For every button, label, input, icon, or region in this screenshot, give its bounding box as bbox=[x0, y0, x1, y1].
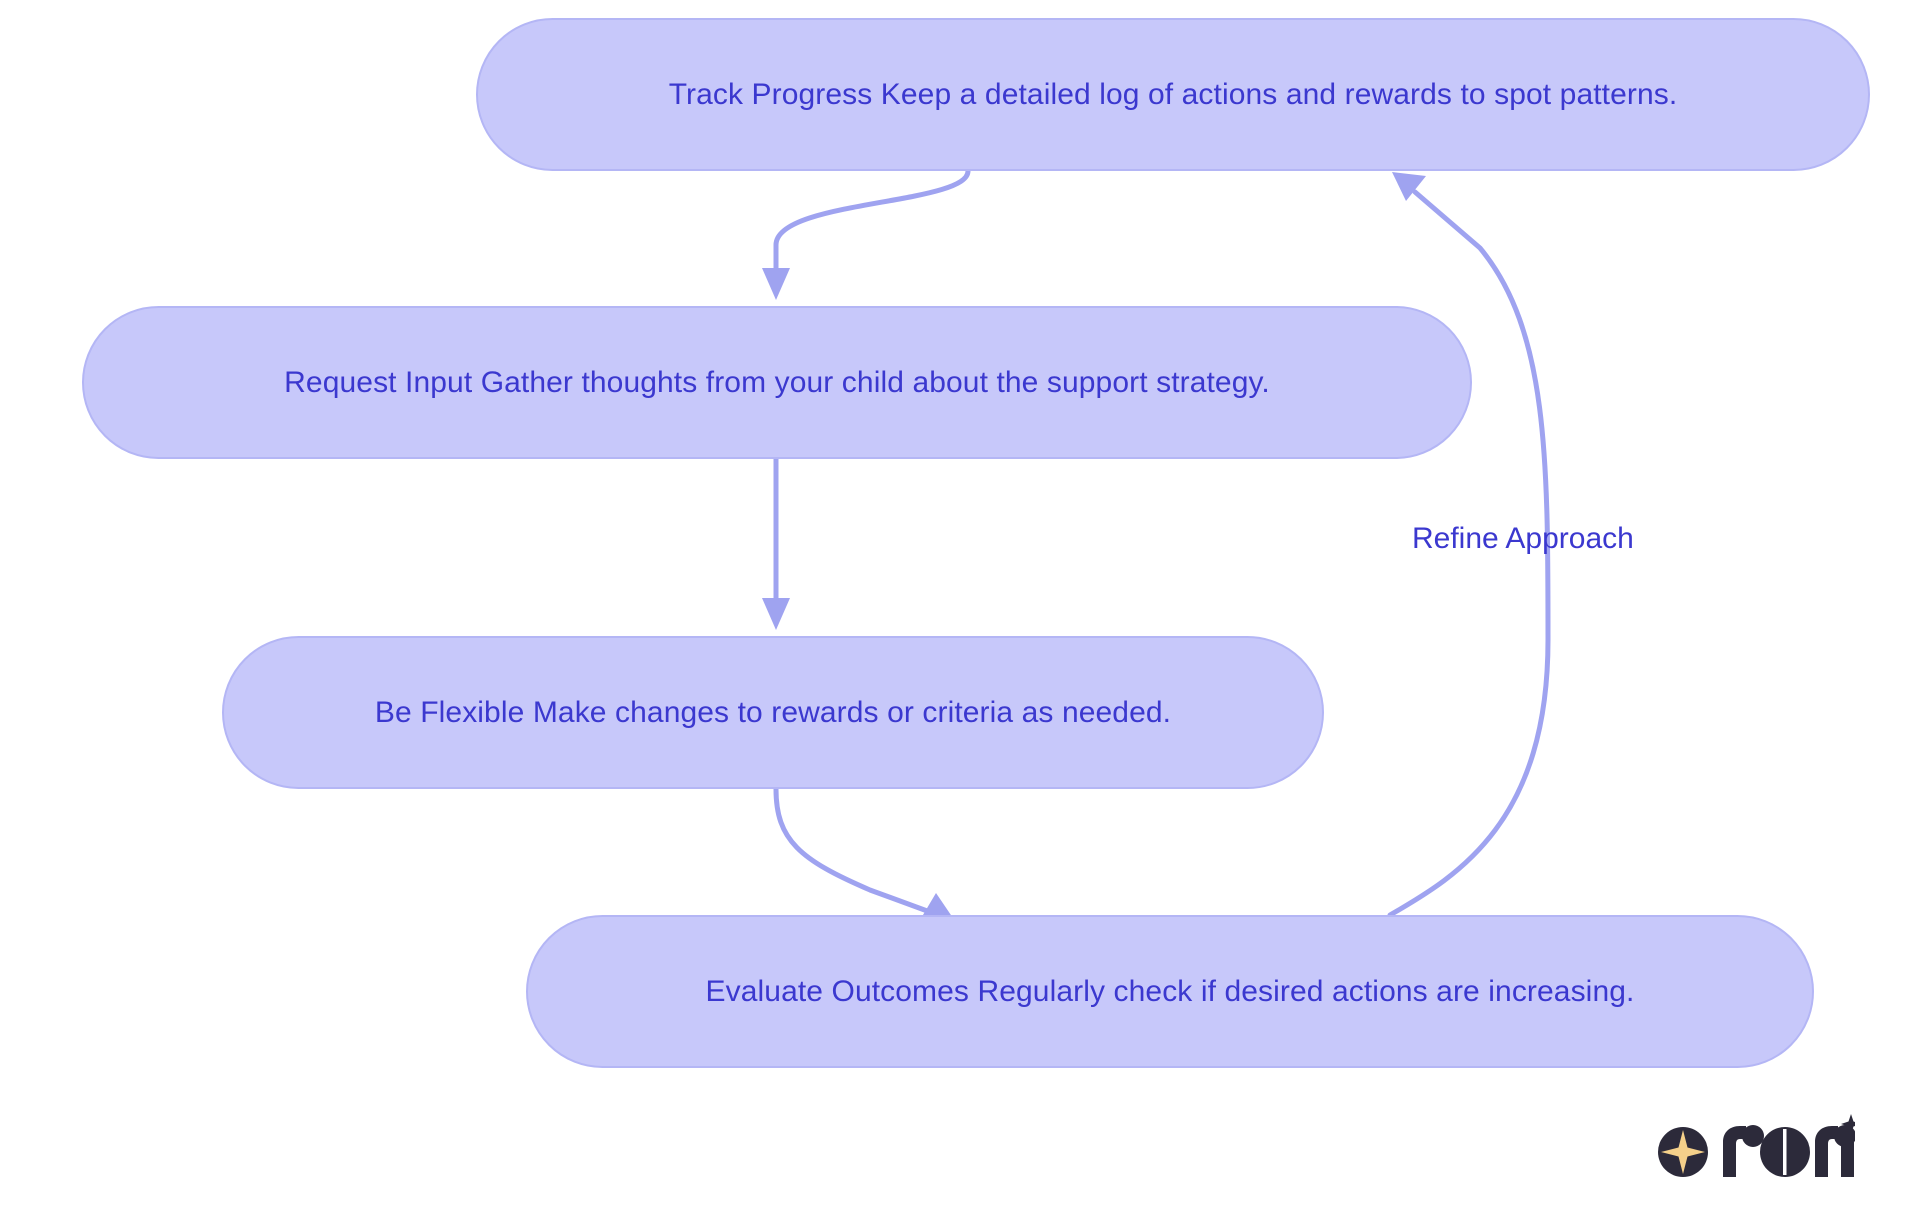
flow-node-track-progress-label: Track Progress Keep a detailed log of ac… bbox=[668, 77, 1678, 111]
edge-label-refine-approach: Refine Approach bbox=[1412, 522, 1634, 555]
flow-node-be-flexible-label: Be Flexible Make changes to rewards or c… bbox=[374, 695, 1172, 729]
rori-logo bbox=[1658, 1114, 1855, 1177]
rori-logo-wordmark bbox=[1723, 1114, 1855, 1177]
flow-node-request-input[interactable]: Request Input Gather thoughts from your … bbox=[82, 306, 1472, 459]
flow-node-evaluate-outcomes[interactable]: Evaluate Outcomes Regularly check if des… bbox=[526, 915, 1814, 1068]
flow-node-track-progress[interactable]: Track Progress Keep a detailed log of ac… bbox=[476, 18, 1870, 171]
rori-logo-mark bbox=[1658, 1127, 1708, 1177]
edge-evaluate-outcomes-to-track-progress bbox=[1387, 172, 1551, 918]
edge-track-progress-to-request-input bbox=[762, 168, 971, 300]
flow-node-be-flexible[interactable]: Be Flexible Make changes to rewards or c… bbox=[222, 636, 1324, 789]
edge-be-flexible-to-evaluate-outcomes bbox=[773, 786, 955, 921]
flow-node-evaluate-outcomes-label: Evaluate Outcomes Regularly check if des… bbox=[705, 974, 1635, 1008]
flow-node-request-input-label: Request Input Gather thoughts from your … bbox=[284, 365, 1270, 399]
sparkle-icon bbox=[1661, 1130, 1705, 1174]
edge-request-input-to-be-flexible bbox=[762, 456, 790, 630]
